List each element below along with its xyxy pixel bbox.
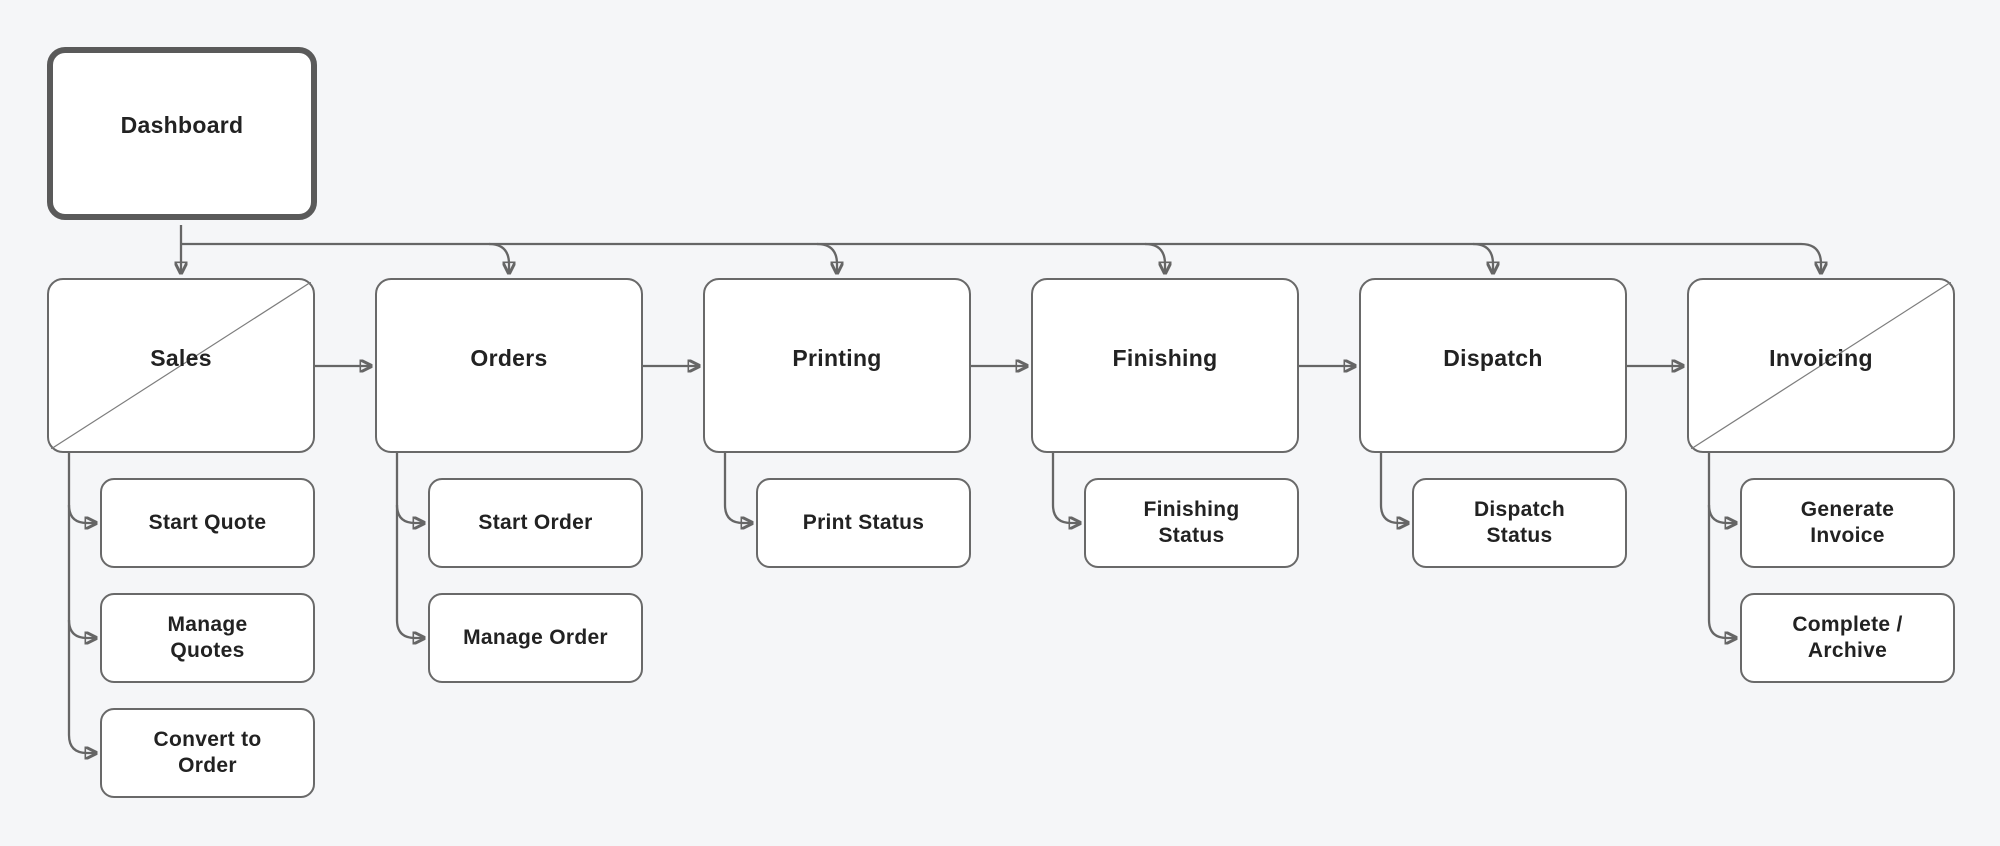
edge-printing-print-status [723, 453, 751, 523]
node-manage-order-label: Manage Order [463, 626, 608, 650]
edge-dispatch-dispatch-status [1379, 453, 1407, 523]
edge-finishing-finishing-status [1051, 453, 1079, 523]
edge-sales-convert-to-order [67, 734, 95, 753]
node-finishing-label: Finishing [1112, 345, 1218, 372]
edge-sales-manage-quotes [67, 619, 95, 638]
edge-sales-start-quote [67, 504, 95, 523]
node-manage-order[interactable]: Manage Order [428, 593, 643, 683]
node-complete-archive[interactable]: Complete / Archive [1740, 593, 1955, 683]
node-orders[interactable]: Orders [375, 278, 643, 453]
node-convert-to-order[interactable]: Convert to Order [100, 708, 315, 798]
node-generate-invoice-label: Generate Invoice [1800, 498, 1895, 547]
node-start-quote-label: Start Quote [148, 511, 267, 535]
node-convert-to-order-label: Convert to Order [153, 728, 262, 777]
node-invoicing[interactable]: Invoicing [1687, 278, 1955, 453]
node-dispatch[interactable]: Dispatch [1359, 278, 1627, 453]
node-sales[interactable]: Sales [47, 278, 315, 453]
node-dispatch-label: Dispatch [1443, 345, 1543, 372]
edge-branch-printing [816, 242, 837, 272]
node-printing[interactable]: Printing [703, 278, 971, 453]
edge-branch-orders [488, 242, 509, 272]
node-start-order-label: Start Order [478, 511, 593, 535]
edge-invoicing-complete-archive [1707, 619, 1735, 638]
edge-orders-start-order [395, 504, 423, 523]
node-orders-label: Orders [470, 345, 548, 372]
node-start-order[interactable]: Start Order [428, 478, 643, 568]
edge-invoicing-generate-invoice [1707, 504, 1735, 523]
node-invoicing-label: Invoicing [1769, 345, 1873, 372]
node-print-status-label: Print Status [802, 511, 925, 535]
edge-branch-dispatch [1472, 242, 1493, 272]
node-printing-label: Printing [792, 345, 882, 372]
node-dashboard[interactable]: Dashboard [47, 47, 317, 220]
node-print-status[interactable]: Print Status [756, 478, 971, 568]
node-manage-quotes-label: Manage Quotes [167, 613, 248, 662]
node-dispatch-status-label: Dispatch Status [1473, 498, 1566, 547]
node-complete-archive-label: Complete / Archive [1792, 613, 1903, 662]
edge-orders-manage-order [395, 619, 423, 638]
node-manage-quotes[interactable]: Manage Quotes [100, 593, 315, 683]
node-start-quote[interactable]: Start Quote [100, 478, 315, 568]
edge-trunk-top [181, 242, 1821, 272]
node-dispatch-status[interactable]: Dispatch Status [1412, 478, 1627, 568]
node-sales-label: Sales [150, 345, 212, 372]
node-finishing[interactable]: Finishing [1031, 278, 1299, 453]
node-finishing-status[interactable]: Finishing Status [1084, 478, 1299, 568]
edge-branch-finishing [1144, 242, 1165, 272]
node-finishing-status-label: Finishing Status [1143, 498, 1240, 547]
node-generate-invoice[interactable]: Generate Invoice [1740, 478, 1955, 568]
node-dashboard-label: Dashboard [120, 112, 244, 139]
